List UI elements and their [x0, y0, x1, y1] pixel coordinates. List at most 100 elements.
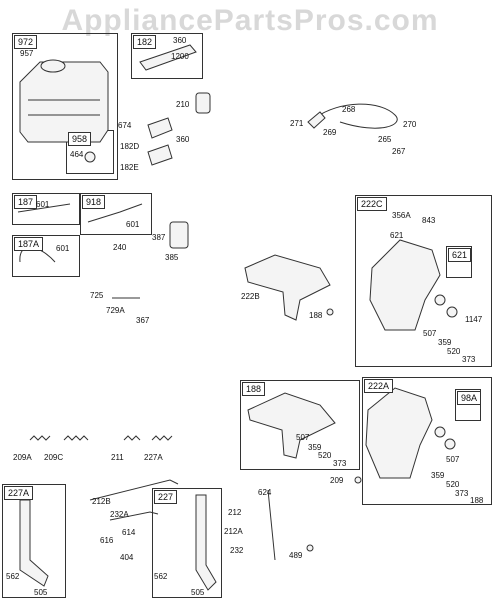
- tag-958: 958: [68, 132, 92, 146]
- callout-271: 271: [290, 119, 304, 128]
- callout-520-b: 520: [318, 451, 332, 460]
- callout-268: 268: [342, 105, 356, 114]
- tag-227A: 227A: [4, 486, 34, 500]
- tag-227: 227: [154, 490, 178, 504]
- link-212b-icon: [89, 479, 179, 501]
- bracket-182d-icon: [147, 117, 173, 139]
- callout-562-a: 562: [6, 572, 20, 581]
- callout-507-b: 507: [296, 433, 310, 442]
- callout-601-a: 601: [36, 200, 50, 209]
- fuel-tank-icon: [19, 61, 109, 143]
- callout-359-b: 359: [308, 443, 322, 452]
- callout-211: 227A: [144, 453, 163, 462]
- callout-210: 210: [176, 100, 190, 109]
- callout-373-b: 373: [333, 459, 347, 468]
- tag-972: 972: [14, 35, 38, 49]
- callout-601-c: 601: [56, 244, 70, 253]
- tag-187: 187: [14, 195, 38, 209]
- callout-507-c: 359: [431, 471, 445, 480]
- control-222c-icon: [369, 239, 441, 331]
- tag-187A: 187A: [14, 237, 44, 251]
- tag-182: 182: [133, 35, 157, 49]
- box-187A: [12, 235, 80, 277]
- callout-265: 265: [378, 135, 392, 144]
- callout-222B: 222B: [241, 292, 260, 301]
- tag-98A-top: 621: [448, 248, 472, 262]
- link-232a-icon: [109, 511, 159, 521]
- box-98A-top: [446, 246, 472, 278]
- callout-269: 269: [323, 128, 337, 137]
- callout-725: 725: [90, 291, 104, 300]
- box-222C: [355, 195, 492, 367]
- callout-1147-b: 507: [446, 455, 460, 464]
- tag-222A: 222A: [364, 379, 394, 393]
- callout-520-c: 373: [455, 489, 469, 498]
- callout-356A: 356A: [392, 211, 411, 220]
- box-227A: [2, 484, 66, 598]
- callout-1200: 1200: [171, 52, 189, 61]
- callout-360b: 360: [176, 135, 190, 144]
- box-182: [131, 33, 203, 79]
- rod-624-icon: [267, 489, 276, 561]
- callout-489: 489: [289, 551, 303, 560]
- callout-674: 674: [118, 121, 132, 130]
- callout-1147-a: 1147: [465, 315, 483, 324]
- bracket-182-icon: [139, 44, 197, 71]
- callout-520-a: 520: [447, 347, 461, 356]
- lever-227-icon: [195, 494, 217, 591]
- callout-621: 621: [390, 231, 404, 240]
- callout-507-a: 507: [423, 329, 437, 338]
- callout-270: 270: [403, 120, 417, 129]
- callout-957: 957: [20, 49, 34, 58]
- lever-227a-icon: [19, 499, 49, 587]
- callout-843: 843: [422, 216, 436, 225]
- fuel-line-187-icon: [17, 203, 71, 213]
- callout-616: 616: [100, 536, 114, 545]
- tag-98A-bottom: 98A: [457, 391, 482, 405]
- callout-562-b: 562: [154, 572, 168, 581]
- callout-367: 367: [136, 316, 150, 325]
- callout-267: 267: [392, 147, 406, 156]
- cable-268-icon: [314, 103, 398, 129]
- box-972: [12, 33, 118, 180]
- box-918: [80, 193, 152, 235]
- callout-505-b: 505: [191, 588, 205, 597]
- box-222A: [362, 377, 492, 505]
- control-222a-icon: [365, 387, 433, 479]
- callout-212B: 212B: [92, 497, 111, 506]
- callout-373-c: 188: [470, 496, 484, 505]
- callout-360: 360: [173, 36, 187, 45]
- governor-387-icon: [169, 221, 189, 249]
- shutoff-valve-icon: [84, 151, 96, 163]
- box-98A-bottom: [455, 389, 481, 421]
- fuel-cap-icon: [40, 59, 66, 73]
- spring-209-icon: [29, 435, 51, 441]
- callout-240: 240: [113, 243, 127, 252]
- tag-918: 918: [82, 195, 106, 209]
- bracket-182e-icon: [147, 144, 173, 166]
- callout-387: 387: [152, 233, 166, 242]
- callout-385: 385: [165, 253, 179, 262]
- fuel-filter-icon: [195, 92, 211, 114]
- tag-222: 188: [242, 382, 266, 396]
- callout-404: 404: [120, 553, 134, 562]
- spring-209a-icon: [63, 435, 89, 441]
- box-187: [12, 193, 80, 225]
- callout-359-a: 359: [438, 338, 452, 347]
- callout-232: 232: [230, 546, 244, 555]
- callout-614: 614: [122, 528, 136, 537]
- callout-373-a: 373: [462, 355, 476, 364]
- bracket-222-icon: [247, 392, 336, 459]
- callout-359-c: 520: [446, 480, 460, 489]
- bolt-188b-icon: [354, 476, 362, 484]
- spring-209c-icon: [123, 435, 141, 441]
- box-222: [240, 380, 360, 470]
- callout-209C: 211: [111, 453, 124, 462]
- fuel-line-918-icon: [87, 203, 143, 223]
- box-227: [152, 488, 222, 598]
- callout-464: 464: [70, 150, 84, 159]
- watermark: AppliancePartsPros.com: [61, 4, 439, 37]
- callout-729A: 729A: [106, 306, 125, 315]
